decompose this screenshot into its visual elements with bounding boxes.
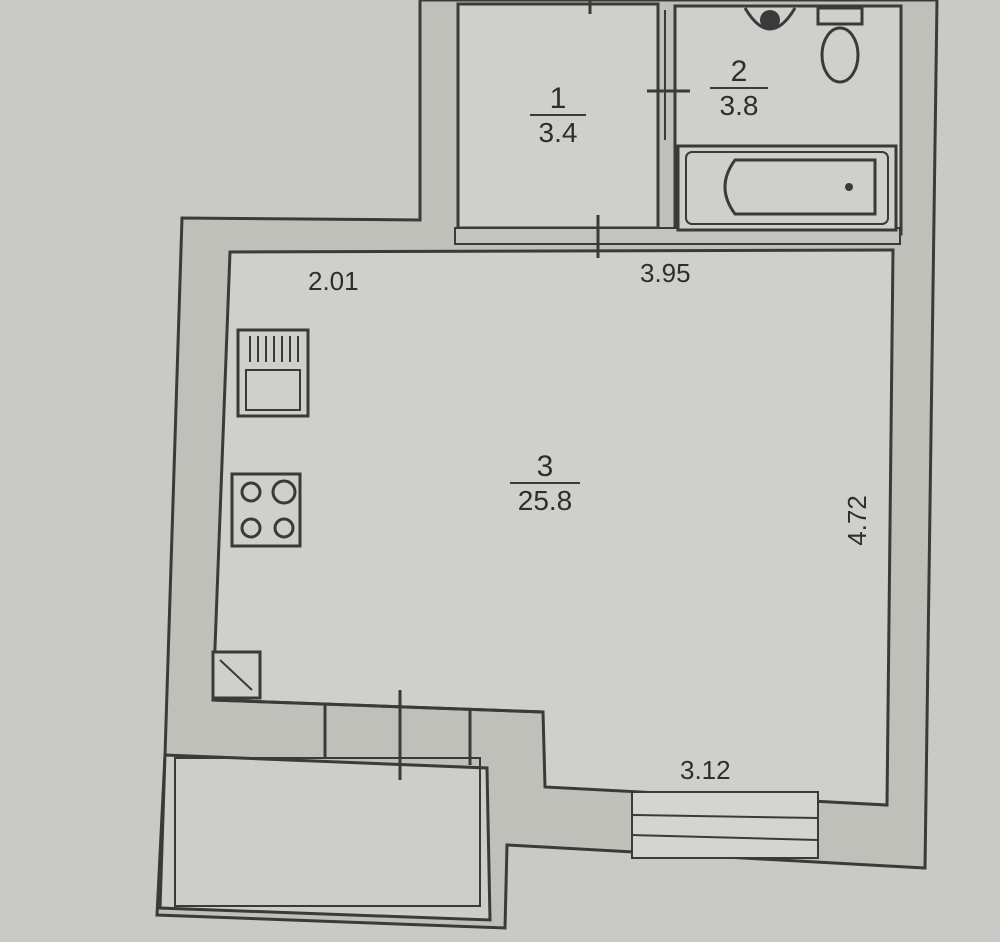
stove-icon <box>230 472 302 548</box>
room-2-label: 2 3.8 <box>710 57 768 121</box>
door-marks <box>588 0 690 258</box>
room-3-area: 25.8 <box>510 482 580 516</box>
room-1-number: 1 <box>549 82 567 115</box>
room-2-area: 3.8 <box>710 87 768 121</box>
dimension-bottom: 3.12 <box>680 755 731 785</box>
ventilation-duct-icon <box>211 650 262 700</box>
balcony-inner <box>174 757 481 907</box>
balcony-door <box>212 690 544 780</box>
dimension-right: 4.72 <box>841 495 872 546</box>
kitchen-sink-icon <box>236 328 310 418</box>
room-2-number: 2 <box>730 55 748 88</box>
dimension-top-left: 2.01 <box>308 266 359 296</box>
room-3-number: 3 <box>536 450 554 483</box>
dimension-top-right: 3.95 <box>640 258 691 288</box>
toilet-icon <box>816 6 864 84</box>
room-1-label: 1 3.4 <box>530 84 586 148</box>
bathroom-sink-icon <box>743 7 797 31</box>
balcony <box>158 753 492 922</box>
bathtub-icon <box>676 144 898 232</box>
window-bottom <box>631 791 819 859</box>
room-1-area: 3.4 <box>530 114 586 148</box>
room-1-floor <box>456 2 660 230</box>
room-3-label: 3 25.8 <box>510 452 580 516</box>
